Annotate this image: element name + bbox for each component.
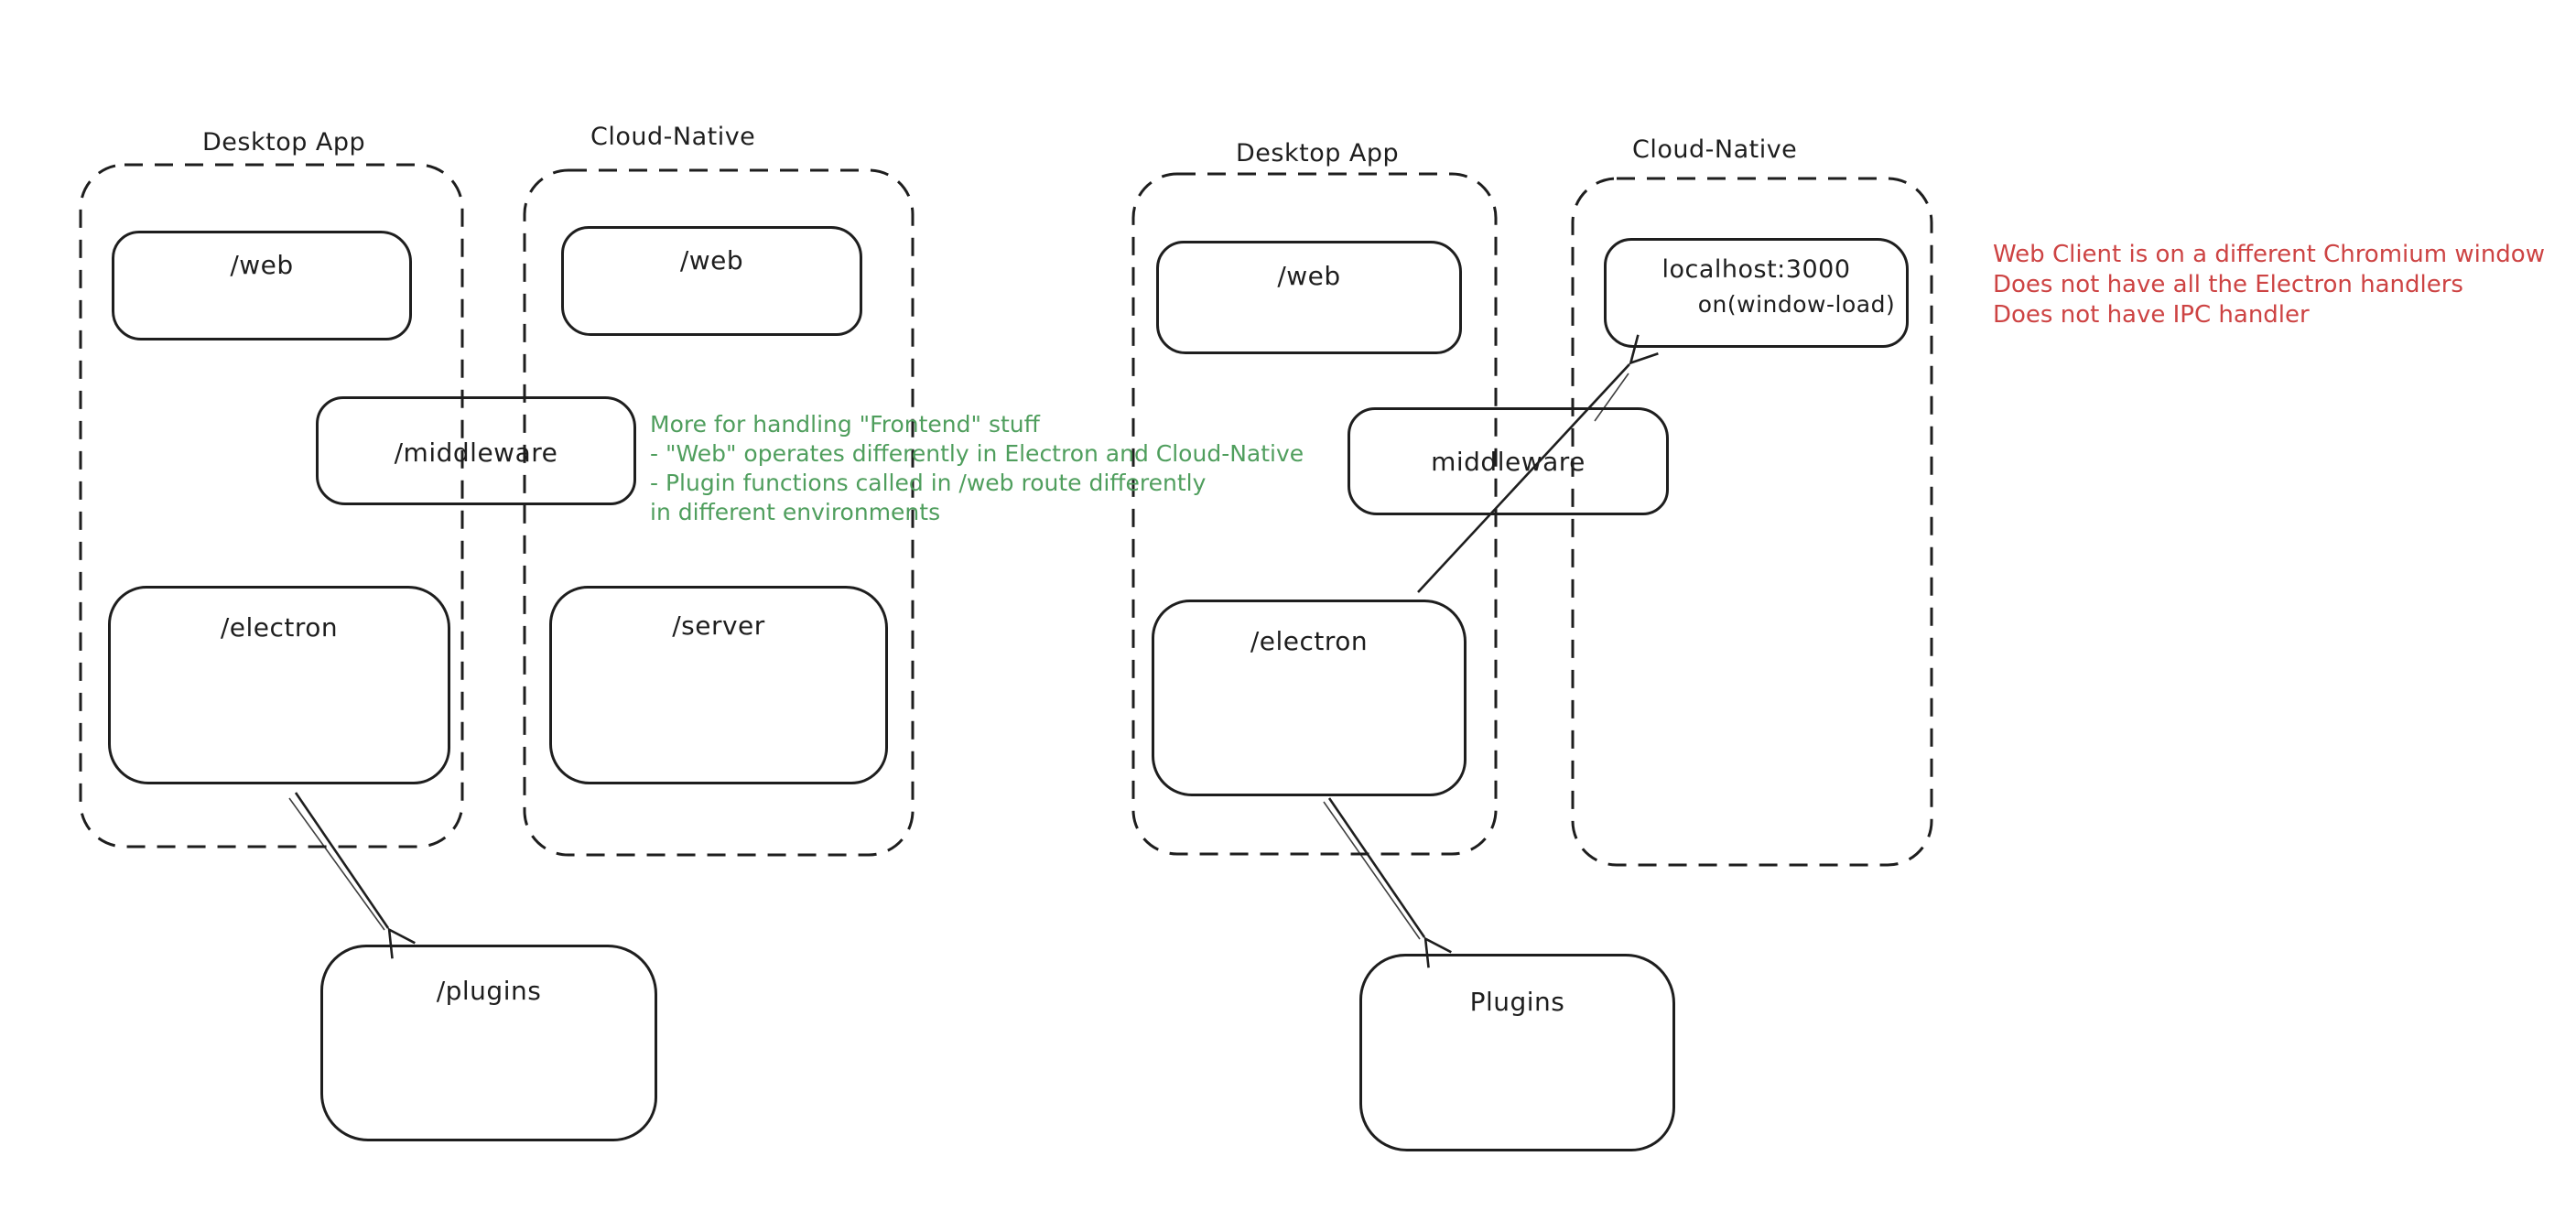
arrow-electron-to-localhost [1417,334,1659,593]
frontend-note: More for handling "Frontend" stuff - "We… [650,410,1304,527]
arrow-electron-to-plugins-right-sketch [1323,801,1421,940]
left-web-desktop-label: /web [230,250,294,280]
left-web-desktop-box: /web [112,231,412,340]
right-electron-box: /electron [1152,600,1467,796]
left-electron-label: /electron [220,612,339,643]
left-plugins-box: /plugins [320,945,657,1141]
right-plugins-label: Plugins [1469,987,1565,1017]
note-line: Web Client is on a different Chromium wi… [1993,241,2545,268]
localhost-box: localhost:3000 on(window-load) [1604,238,1909,348]
left-web-cloud-label: /web [679,245,744,276]
arrow-electron-to-plugins-left [294,792,416,959]
left-electron-box: /electron [108,586,450,784]
arrow-electron-to-localhost-sketch [1594,373,1629,422]
right-electron-label: /electron [1250,626,1369,656]
left-server-box: /server [549,586,888,784]
left-cloud-native-container [523,168,915,857]
note-line: - "Web" operates differently in Electron… [650,440,1304,467]
left-desktop-app-label: Desktop App [202,128,366,157]
left-web-cloud-box: /web [561,226,862,336]
left-cloud-native-label: Cloud-Native [590,123,756,151]
note-line: in different environments [650,499,941,525]
right-web-box: /web [1156,241,1462,354]
left-plugins-label: /plugins [436,976,542,1006]
right-plugins-box: Plugins [1359,954,1675,1151]
localhost-event-label: on(window-load) [1697,291,1896,318]
left-server-label: /server [672,611,765,641]
note-line: More for handling "Frontend" stuff [650,411,1040,438]
right-middleware-label: middleware [1431,447,1586,477]
note-line: - Plugin functions called in /web route … [650,470,1207,496]
note-line: Does not have IPC handler [1993,301,2310,329]
right-cloud-native-label: Cloud-Native [1632,135,1798,164]
arrow-electron-to-plugins-left-sketch [288,797,385,931]
note-line: Does not have all the Electron handlers [1993,271,2463,298]
right-middleware-box: middleware [1348,407,1669,515]
left-middleware-box: /middleware [316,396,636,505]
web-client-note: Web Client is on a different Chromium wi… [1993,240,2545,330]
arrow-electron-to-plugins-right [1327,797,1452,968]
right-cloud-native-container [1571,177,1933,867]
right-web-label: /web [1277,261,1341,291]
right-desktop-app-label: Desktop App [1236,139,1400,168]
left-middleware-label: /middleware [394,438,558,468]
localhost-title: localhost:3000 [1661,255,1851,284]
